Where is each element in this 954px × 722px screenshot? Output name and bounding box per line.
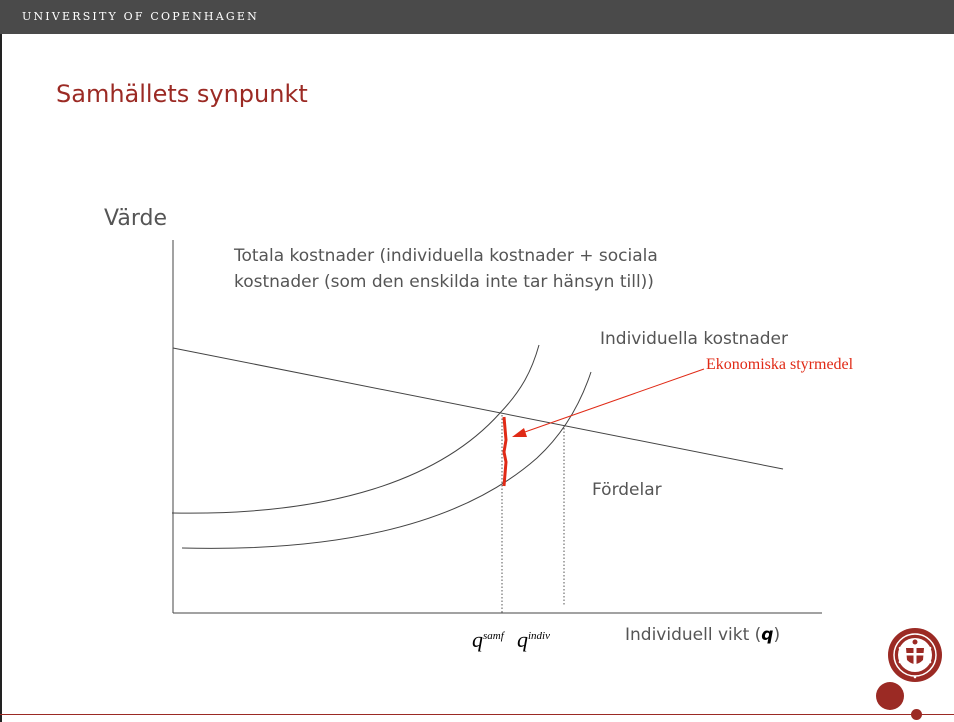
q-samf-label: qsamf bbox=[472, 627, 504, 653]
instrument-arrow-line bbox=[521, 368, 705, 434]
header-bar: UNIVERSITY OF COPENHAGEN bbox=[0, 0, 954, 34]
x-axis-label-suffix: ) bbox=[773, 625, 781, 645]
economic-instruments-label: Ekonomiska styrmedel bbox=[706, 356, 854, 373]
footer-line bbox=[0, 714, 954, 715]
benefit-line bbox=[172, 347, 784, 470]
total-costs-label-line2: kostnader (som den enskilda inte tar hän… bbox=[234, 272, 654, 292]
footer-dot-small bbox=[911, 709, 922, 720]
y-axis-label: Värde bbox=[104, 206, 167, 231]
total-costs-label-line1: Totala kostnader (individuella kostnader… bbox=[234, 246, 658, 266]
slide-title: Samhällets synpunkt bbox=[56, 80, 308, 108]
total-cost-curve bbox=[171, 344, 540, 514]
footer-dot-large bbox=[876, 682, 904, 710]
q-samf-sup: samf bbox=[483, 630, 504, 642]
instrument-arrow-head bbox=[512, 428, 527, 437]
university-name: UNIVERSITY OF COPENHAGEN bbox=[22, 10, 259, 23]
q-samf-base: q bbox=[472, 627, 483, 652]
q-indiv-label: qindiv bbox=[517, 627, 550, 653]
benefits-label: Fördelar bbox=[592, 480, 662, 500]
total-costs-label: Totala kostnader (individuella kostnader… bbox=[234, 243, 658, 295]
x-axis-label-prefix: Individuell vikt ( bbox=[625, 625, 762, 645]
q-indiv-sup: indiv bbox=[528, 630, 550, 642]
x-axis-label: Individuell vikt (q) bbox=[625, 625, 780, 645]
individual-cost-curve bbox=[181, 371, 592, 549]
x-axis-label-symbol: q bbox=[761, 625, 774, 645]
university-seal-icon bbox=[888, 628, 942, 682]
individual-costs-label: Individuella kostnader bbox=[600, 329, 788, 349]
tax-wedge-brace bbox=[502, 416, 508, 487]
q-indiv-base: q bbox=[517, 627, 528, 652]
